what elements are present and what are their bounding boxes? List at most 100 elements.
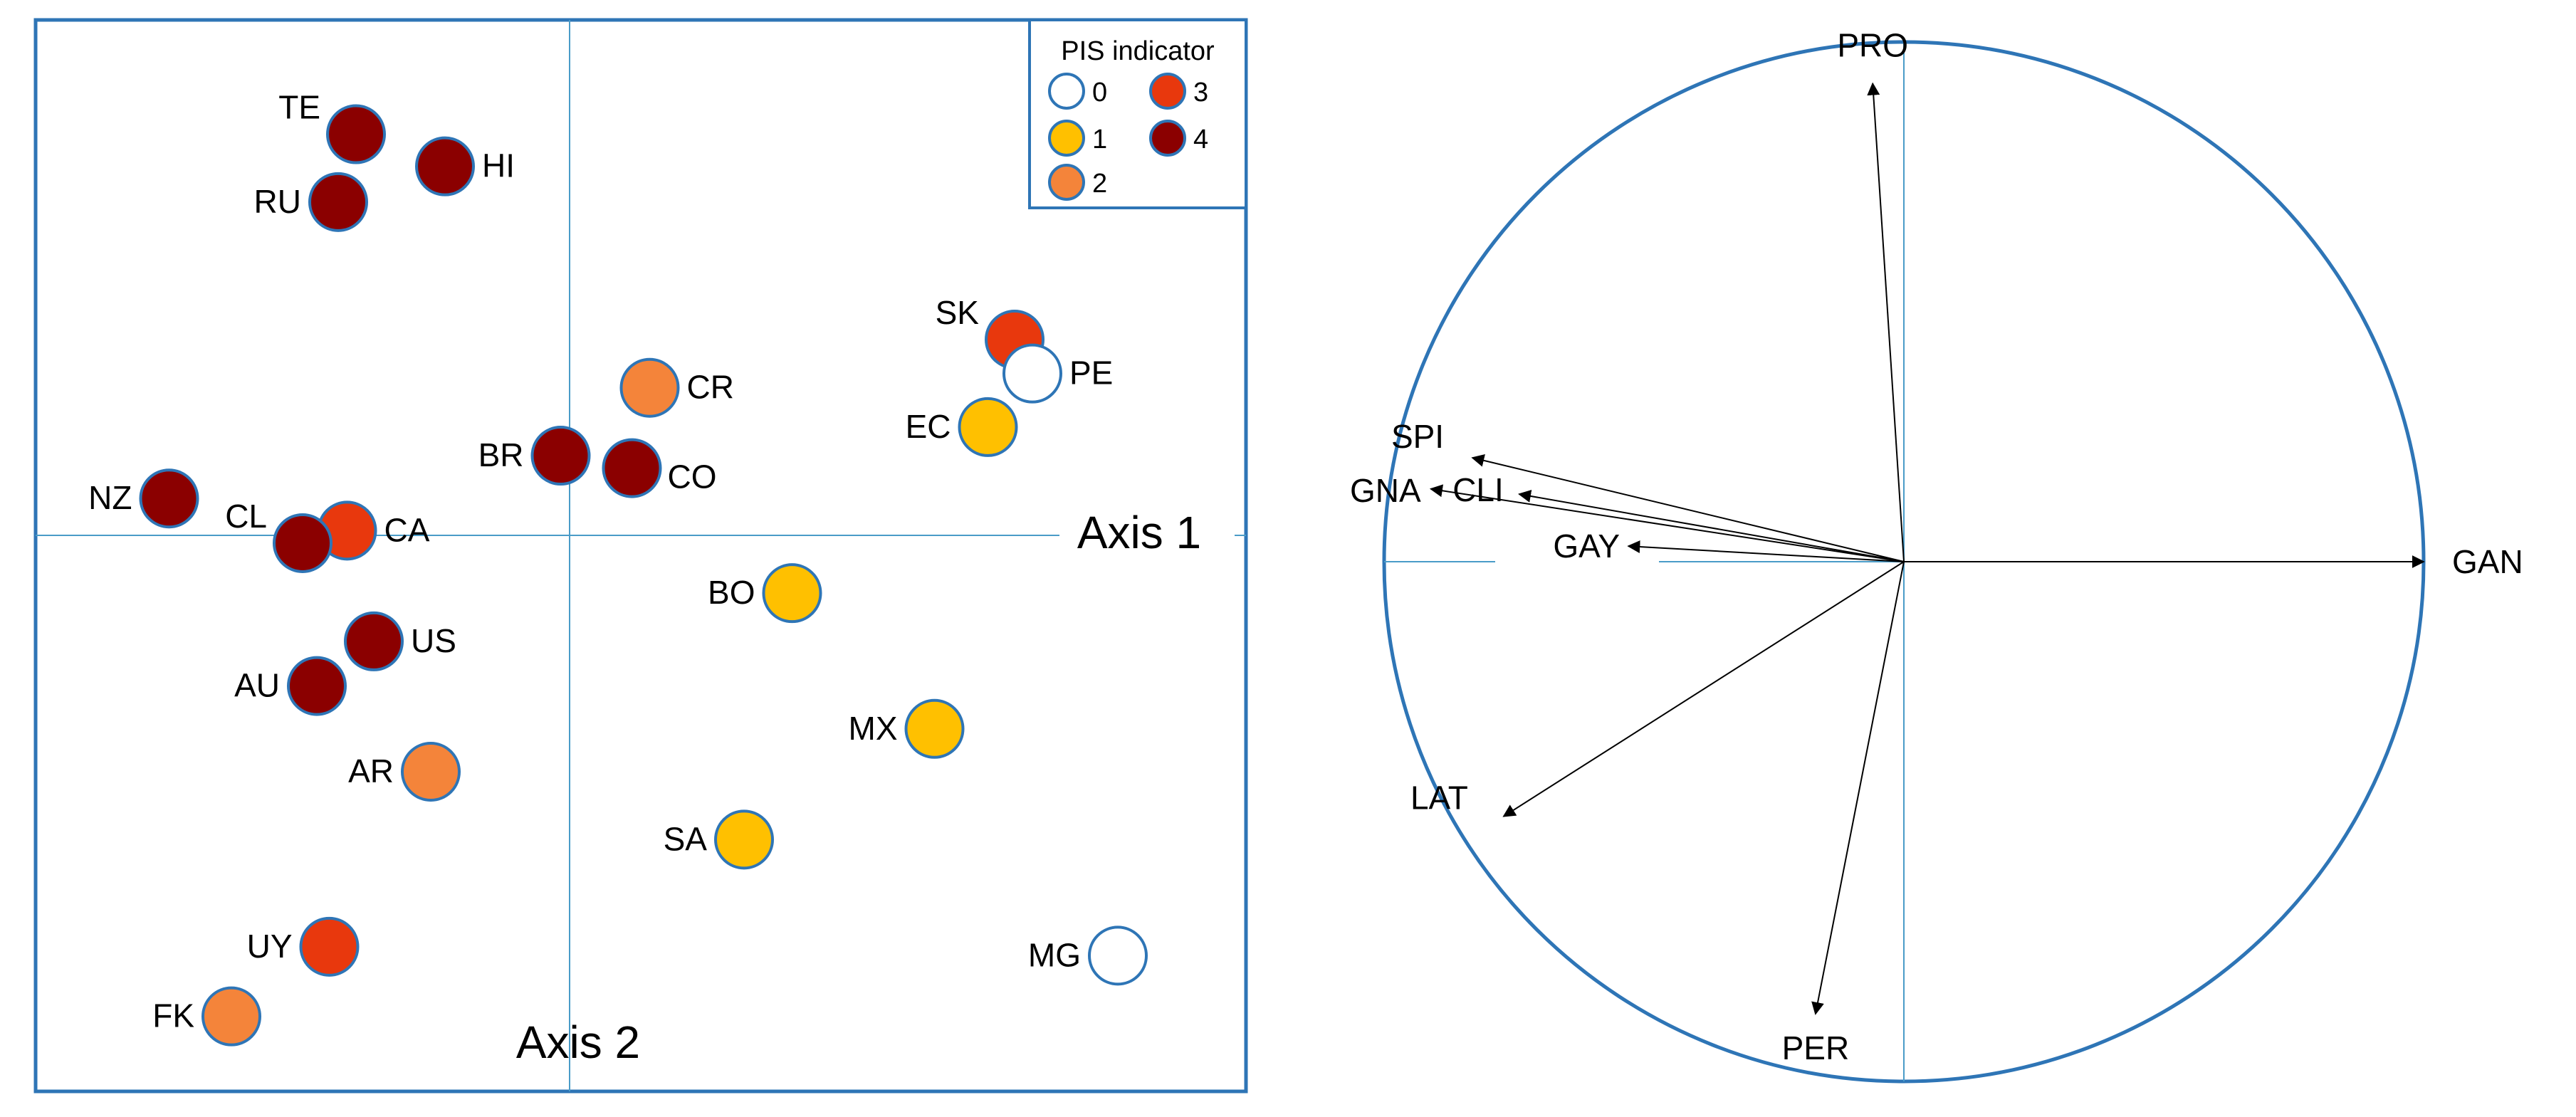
- vector-pro: PRO: [1837, 26, 1908, 562]
- point-marker: [1088, 925, 1148, 986]
- vector-label: GAN: [2452, 543, 2523, 580]
- legend-swatch: [1048, 164, 1085, 201]
- point-label: AR: [348, 752, 394, 790]
- vector-label: CLI: [1452, 471, 1504, 508]
- point-marker: [958, 397, 1018, 457]
- point-label: FK: [152, 997, 194, 1034]
- point-uy: UY: [247, 916, 360, 977]
- point-label: CR: [687, 369, 734, 406]
- point-marker: [619, 357, 680, 418]
- point-marker: [401, 742, 461, 802]
- legend-label: 0: [1092, 78, 1107, 107]
- vector-gan: GAN: [1904, 543, 2523, 580]
- point-bo: BO: [708, 563, 822, 624]
- x-axis-label: Axis 1: [1077, 507, 1201, 558]
- point-marker: [762, 563, 822, 624]
- legend-item-4: 4: [1149, 120, 1208, 157]
- legend-label: 3: [1193, 78, 1208, 107]
- point-us: US: [344, 611, 456, 671]
- point-marker: [1002, 343, 1062, 404]
- point-label: SA: [664, 820, 708, 857]
- legend-items: 0 3 1 4 2: [1048, 73, 1208, 201]
- point-marker: [299, 916, 360, 977]
- point-marker: [415, 136, 475, 196]
- legend: PIS indicator 0 3 1 4 2: [1028, 19, 1247, 209]
- point-ec: EC: [906, 397, 1018, 457]
- point-sa: SA: [664, 809, 774, 870]
- vector-arrow: [1429, 484, 1905, 562]
- vector-gay: GAY: [1553, 528, 1905, 565]
- point-mg: MG: [1028, 925, 1148, 986]
- vector-arrow: [1471, 454, 1905, 562]
- point-label: AU: [234, 667, 280, 704]
- vector-gna: GNA: [1350, 472, 1905, 562]
- point-marker: [602, 438, 662, 498]
- point-label: RU: [254, 183, 301, 220]
- plot-frame: [33, 18, 1248, 1094]
- point-br: BR: [478, 426, 591, 486]
- point-marker: [287, 656, 347, 716]
- vector-spi: SPI: [1391, 418, 1905, 562]
- point-label: UY: [247, 928, 293, 965]
- vector-arrow: [1518, 490, 1905, 562]
- point-label: BR: [478, 436, 524, 473]
- point-cr: CR: [619, 357, 734, 418]
- legend-item-1: 1: [1048, 120, 1107, 157]
- vector-arrow: [1502, 561, 1905, 817]
- point-mx: MX: [849, 698, 965, 759]
- point-ar: AR: [348, 742, 461, 802]
- point-marker: [326, 104, 386, 164]
- point-nz: NZ: [88, 468, 199, 529]
- point-label: CL: [225, 498, 267, 535]
- point-marker: [714, 809, 774, 870]
- vector-label: LAT: [1410, 780, 1468, 817]
- point-ru: RU: [254, 172, 368, 232]
- legend-swatch: [1149, 120, 1186, 157]
- vector-arrow: [1867, 82, 1905, 562]
- point-hi: HI: [415, 136, 515, 196]
- vector-label: GAY: [1553, 528, 1620, 565]
- point-label: PE: [1069, 355, 1113, 392]
- vector-label: PER: [1782, 1029, 1850, 1066]
- legend-swatch: [1048, 73, 1085, 110]
- factor-map-panel: Axis 1 Axis 2 TE HI RU SK PE CR EC BR CO NZ CA CL BO…: [33, 18, 1248, 1094]
- point-fk: FK: [152, 986, 261, 1047]
- legend-item-0: 0: [1048, 73, 1107, 110]
- point-label: US: [411, 622, 456, 659]
- point-cl: CL: [225, 498, 333, 573]
- point-label: NZ: [88, 479, 132, 516]
- y-axis-label: Axis 2: [516, 1017, 640, 1068]
- legend-label: 2: [1092, 169, 1107, 199]
- point-co: CO: [602, 438, 717, 498]
- vector-arrow: [1627, 540, 1905, 562]
- legend-label: 4: [1193, 125, 1208, 154]
- point-marker: [530, 426, 591, 486]
- vector-per: PER: [1782, 561, 1905, 1066]
- point-label: TE: [278, 89, 320, 126]
- point-label: EC: [906, 408, 951, 445]
- vector-label: PRO: [1837, 26, 1908, 63]
- legend-label: 1: [1092, 125, 1107, 154]
- vector-label: GNA: [1350, 472, 1421, 509]
- point-marker: [904, 698, 965, 759]
- point-marker: [201, 986, 261, 1047]
- vector-arrow: [1811, 561, 1905, 1015]
- vector-cli: CLI: [1452, 471, 1905, 562]
- point-label: MG: [1028, 936, 1081, 973]
- vector-label: SPI: [1391, 418, 1444, 455]
- point-label: SK: [936, 294, 980, 331]
- point-label: CO: [668, 458, 717, 495]
- legend-swatch: [1149, 73, 1186, 110]
- axis1-label-background: [1059, 498, 1235, 570]
- legend-title: PIS indicator: [1061, 36, 1215, 66]
- legend-item-3: 3: [1149, 73, 1208, 110]
- point-pe: PE: [1002, 343, 1113, 404]
- vector-lat: LAT: [1410, 561, 1905, 817]
- point-marker: [273, 513, 333, 573]
- point-marker: [344, 611, 404, 671]
- legend-item-2: 2: [1048, 164, 1107, 201]
- point-marker: [308, 172, 368, 232]
- point-label: CA: [384, 511, 430, 548]
